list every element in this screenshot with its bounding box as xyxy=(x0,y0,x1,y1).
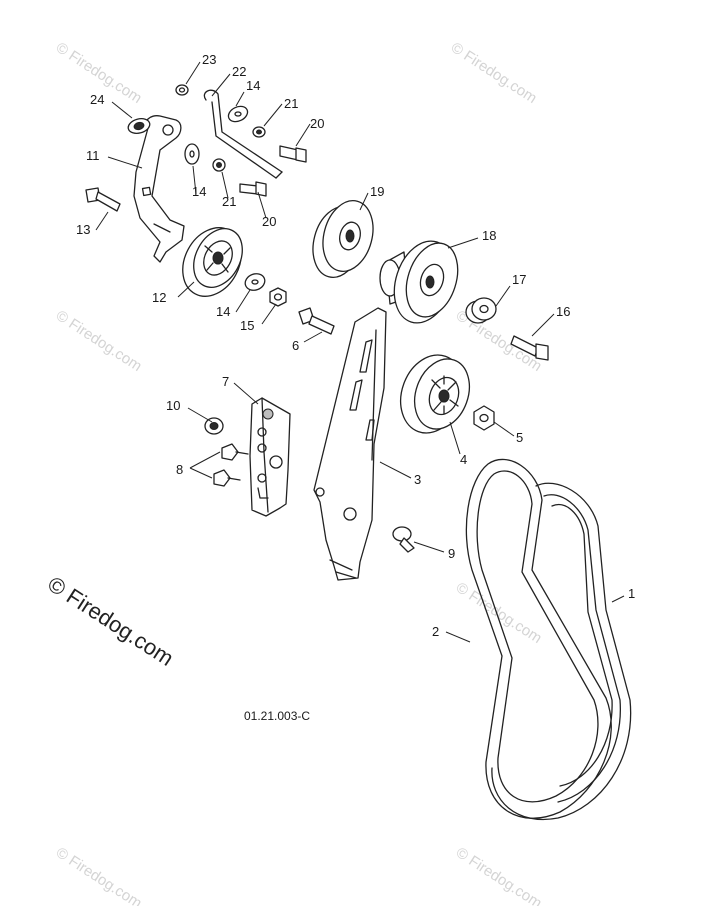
callout-21-mid: 21 xyxy=(222,194,236,209)
part-20-bolt-top xyxy=(279,145,307,163)
callout-1: 1 xyxy=(628,586,635,601)
callout-8: 8 xyxy=(176,462,183,477)
watermark-faint: © Firedog.com xyxy=(448,39,540,107)
callout-24: 24 xyxy=(90,92,104,107)
part-11-idler-arm xyxy=(133,115,185,263)
part-5-nut xyxy=(473,405,495,431)
part-6-bolt xyxy=(298,307,335,335)
part-8-bolts xyxy=(213,443,249,487)
callout-12: 12 xyxy=(152,290,166,305)
callout-14-top: 14 xyxy=(246,78,260,93)
callout-13: 13 xyxy=(76,222,90,237)
part-21-nut-mid xyxy=(212,158,226,172)
watermark-faint: © Firedog.com xyxy=(53,844,145,906)
watermark-faint: © Firedog.com xyxy=(53,307,145,375)
callout-16: 16 xyxy=(556,304,570,319)
part-23-clip xyxy=(175,84,189,96)
callout-19: 19 xyxy=(370,184,384,199)
part-14-washer-top xyxy=(227,105,249,123)
callout-10: 10 xyxy=(166,398,180,413)
faint-watermarks: © Firedog.com © Firedog.com © Firedog.co… xyxy=(53,39,545,906)
callout-17: 17 xyxy=(512,272,526,287)
watermark-faint: © Firedog.com xyxy=(453,579,545,647)
part-1-2-belts xyxy=(465,458,632,821)
part-17-spacer xyxy=(465,297,497,324)
part-3-tension-bracket xyxy=(313,307,387,581)
part-14-washer-low xyxy=(244,273,266,291)
part-7-bracket xyxy=(249,397,291,517)
callout-14-mid: 14 xyxy=(192,184,206,199)
callout-6: 6 xyxy=(292,338,299,353)
part-20-bolt-mid xyxy=(239,181,267,197)
part-19-pulley xyxy=(312,200,374,278)
part-21-nut-top xyxy=(252,126,266,138)
diagram-code: 01.21.003-C xyxy=(244,709,310,723)
callout-14-low: 14 xyxy=(216,304,230,319)
part-14-washer-mid xyxy=(184,143,200,165)
part-24-bushing xyxy=(127,118,151,134)
part-18-pulley xyxy=(379,240,459,324)
callout-21-top: 21 xyxy=(284,96,298,111)
part-16-bolt xyxy=(510,335,549,361)
watermark-faint: © Firedog.com xyxy=(453,844,545,906)
callout-2: 2 xyxy=(432,624,439,639)
callout-9: 9 xyxy=(448,546,455,561)
callout-22: 22 xyxy=(232,64,246,79)
callout-7: 7 xyxy=(222,374,229,389)
callout-18: 18 xyxy=(482,228,496,243)
part-13-bolt xyxy=(85,187,121,212)
leader-lines xyxy=(95,61,625,643)
part-10-nut xyxy=(204,417,224,435)
part-22-rod xyxy=(203,89,283,179)
callout-11: 11 xyxy=(86,148,100,163)
callout-3: 3 xyxy=(414,472,421,487)
callout-5: 5 xyxy=(516,430,523,445)
watermark-main: © Firedog.com xyxy=(43,571,178,671)
callout-23: 23 xyxy=(202,52,216,67)
callout-20-top: 20 xyxy=(310,116,324,131)
callout-20-mid: 20 xyxy=(262,214,276,229)
part-15-nut xyxy=(269,287,287,307)
callout-labels: 1 2 3 4 5 6 7 8 9 10 11 12 13 14 14 14 1… xyxy=(76,52,635,639)
part-9-pin xyxy=(392,526,415,553)
watermark-faint: © Firedog.com xyxy=(453,307,545,375)
part-12-pulley xyxy=(182,227,243,297)
callout-15: 15 xyxy=(240,318,254,333)
callout-4: 4 xyxy=(460,452,467,467)
part-4-pulley xyxy=(400,354,471,434)
